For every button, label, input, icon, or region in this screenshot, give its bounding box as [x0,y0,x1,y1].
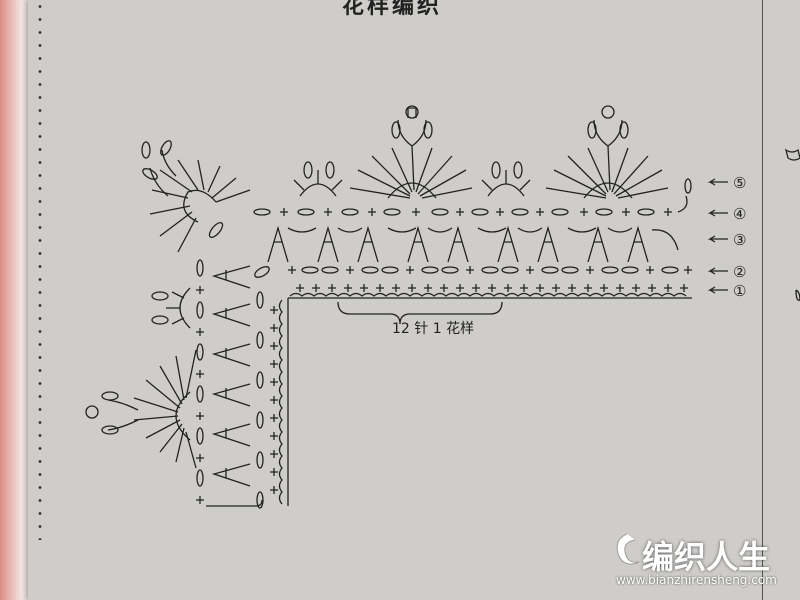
watermark-brand: 编织人生 [642,538,771,576]
row-numbers: ⑤ ④ ③ ② ① [733,174,746,300]
watermark-logo-icon [616,533,640,565]
dotted-border [38,0,42,540]
row-number-2: ② [733,263,746,281]
page-title: 花样编织 [342,0,443,19]
row-number-1: ① [733,282,746,300]
column-divider [762,0,763,600]
horizontal-rows [253,105,728,299]
row-number-4: ④ [733,205,746,223]
row-number-5: ⑤ [733,174,746,192]
repeat-note: 12 针 1 花样 [392,321,475,337]
row-number-3: ③ [733,231,746,249]
vertical-rows [85,140,289,509]
watermark-url: www.bianzhirensheng.com [616,573,777,587]
background-strip [0,0,30,600]
repeat-bracket [337,301,503,325]
next-chart-fragment [784,148,800,301]
